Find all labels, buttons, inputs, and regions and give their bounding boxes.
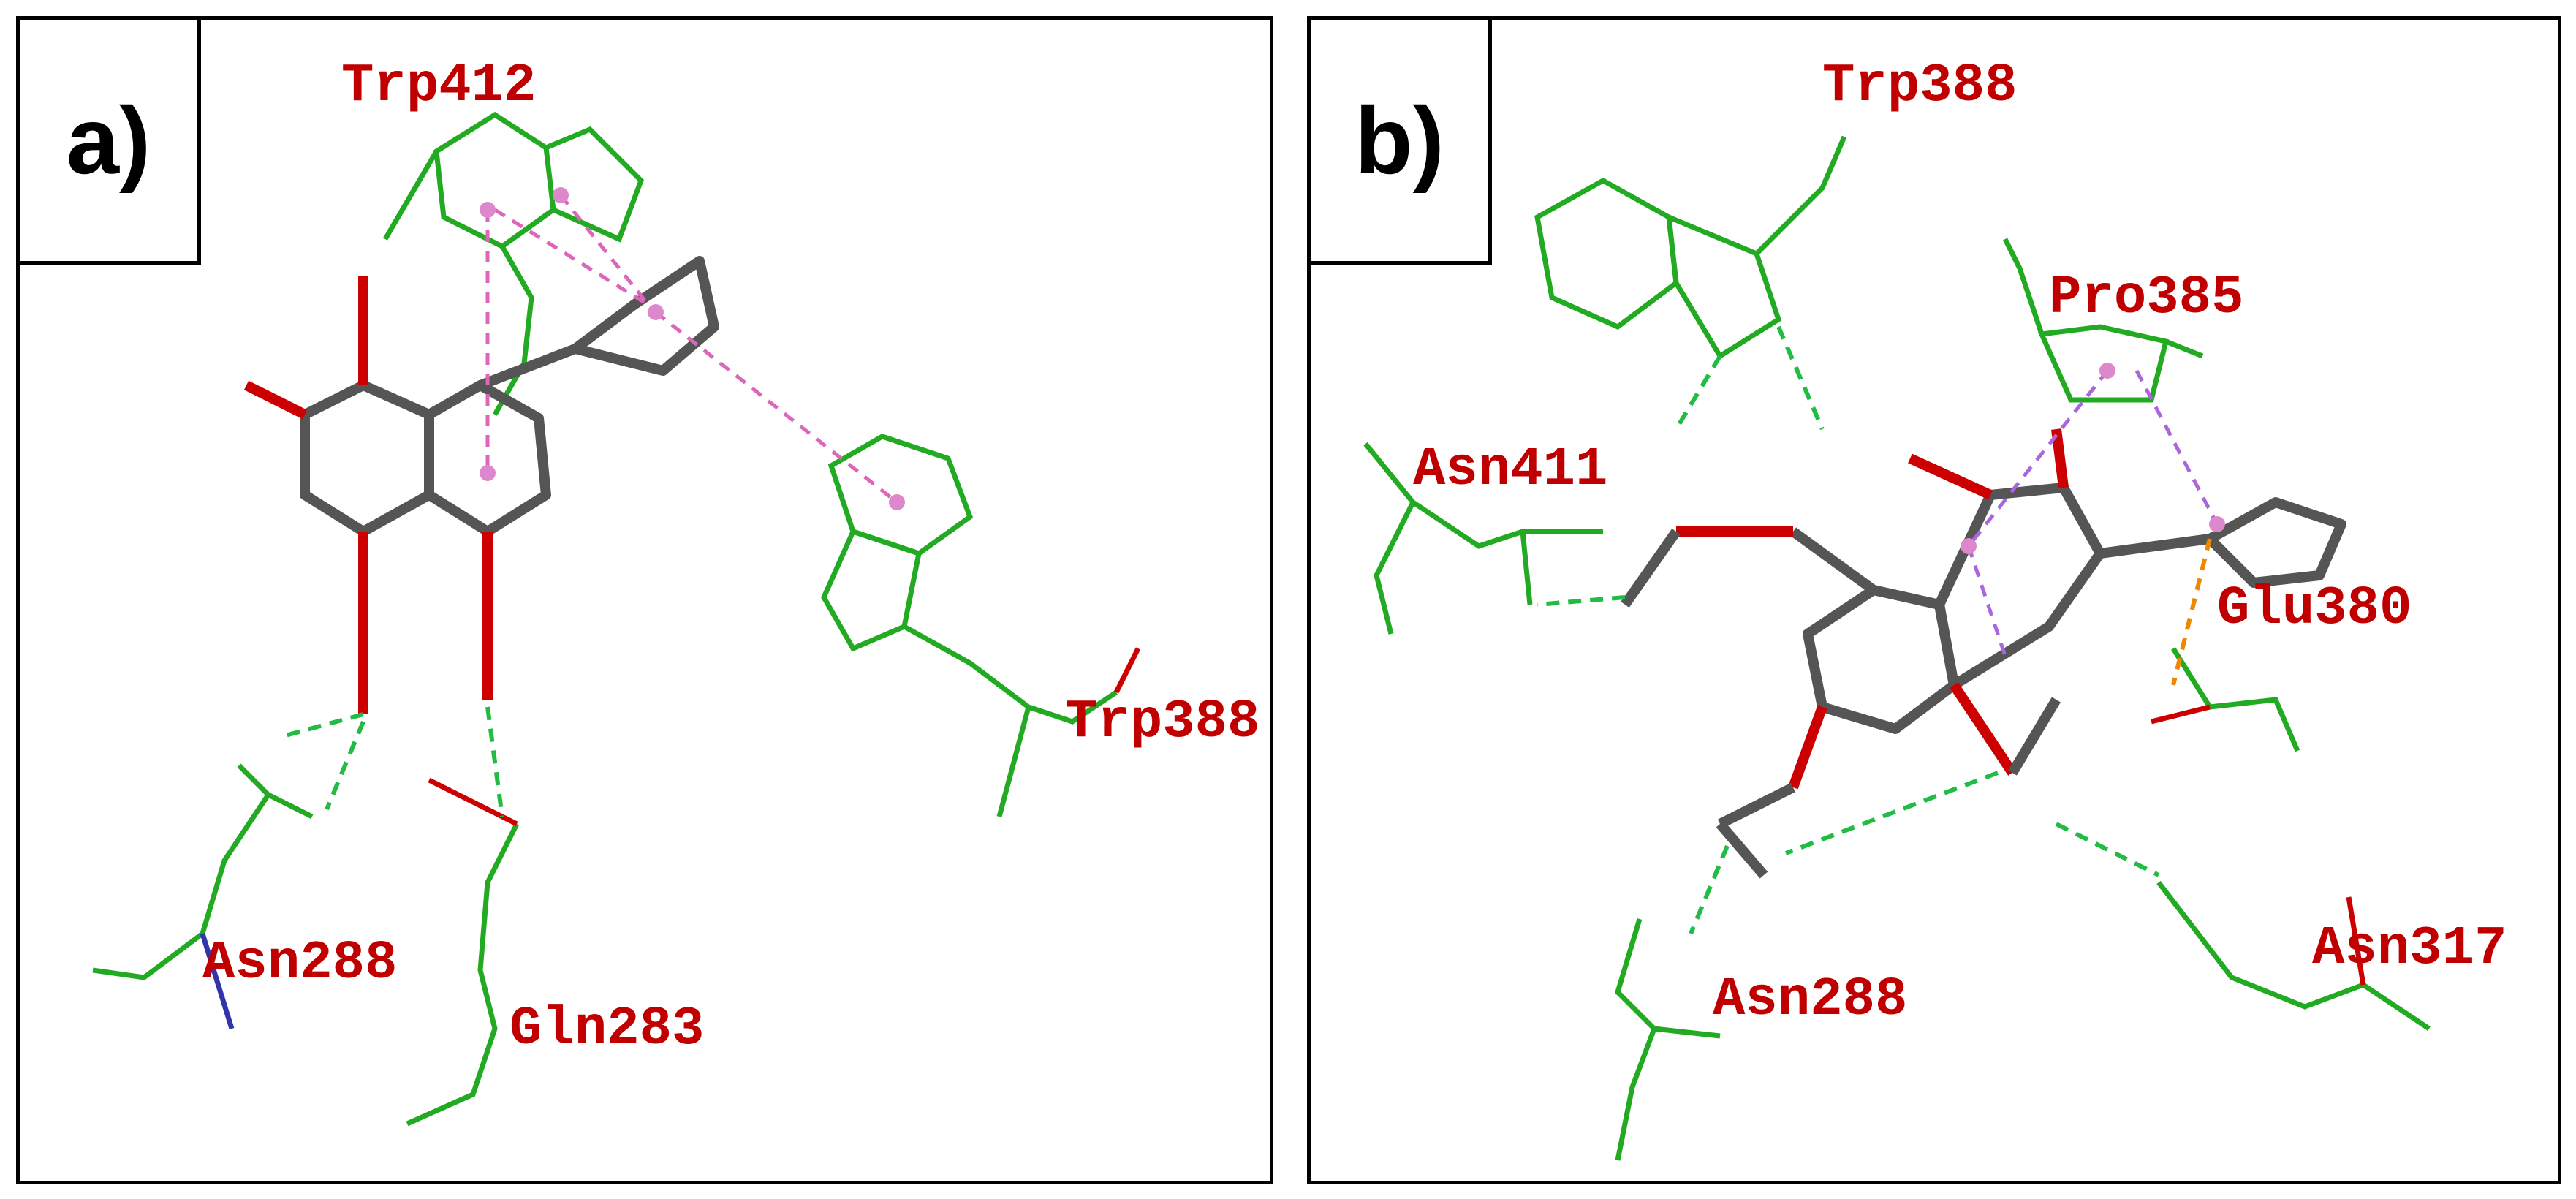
- pro385-residue-b: [2002, 238, 2204, 403]
- asn317-residue-b: [2156, 880, 2431, 1031]
- ligand-molecule: [243, 256, 719, 714]
- trp388-residue: [821, 434, 1141, 817]
- ligand-molecule-b: [1621, 428, 2346, 879]
- label-trp388: Trp388: [1065, 692, 1259, 753]
- asn288-residue: [92, 763, 314, 1030]
- label-pro385-b: Pro385: [2049, 268, 2243, 329]
- label-asn288-b: Asn288: [1713, 969, 1907, 1031]
- pi-centroids: [480, 187, 905, 510]
- asn411-residue-b: [1363, 442, 1603, 635]
- gln283-residue: [406, 777, 520, 1127]
- panel-a-diagram: Trp412 Trp388 Asn288 Gln283: [92, 56, 1259, 1127]
- hbond-lines-b: [1537, 325, 2160, 935]
- pi-interaction-lines-b: [1966, 369, 2219, 657]
- hbond-lines: [282, 706, 504, 817]
- label-asn411-b: Asn411: [1413, 439, 1607, 501]
- trp388-residue-b: [1534, 135, 1847, 360]
- panel-a-tag: a): [20, 20, 201, 265]
- label-trp412: Trp412: [341, 56, 536, 117]
- panel-b-diagram: Trp388 Pro385 Asn411 Glu380 Asn317 Asn28…: [1363, 56, 2507, 1161]
- glu380-residue-b: [2151, 647, 2300, 752]
- label-asn317-b: Asn317: [2312, 918, 2507, 980]
- asn288-residue-b: [1615, 918, 1721, 1161]
- pi-anion-line-b: [2171, 538, 2212, 686]
- label-trp388-b: Trp388: [1822, 56, 2017, 117]
- pi-interaction-lines: [485, 194, 898, 504]
- pi-centroids-b: [1961, 363, 2225, 554]
- panel-b-tag: b): [1311, 20, 1492, 265]
- label-asn288: Asn288: [202, 933, 397, 994]
- label-gln283: Gln283: [509, 999, 704, 1060]
- trp412-residue: [382, 111, 645, 416]
- label-glu380-b: Glu380: [2217, 578, 2412, 640]
- panel-b: b): [1307, 16, 2561, 1184]
- panel-a: a): [16, 16, 1273, 1184]
